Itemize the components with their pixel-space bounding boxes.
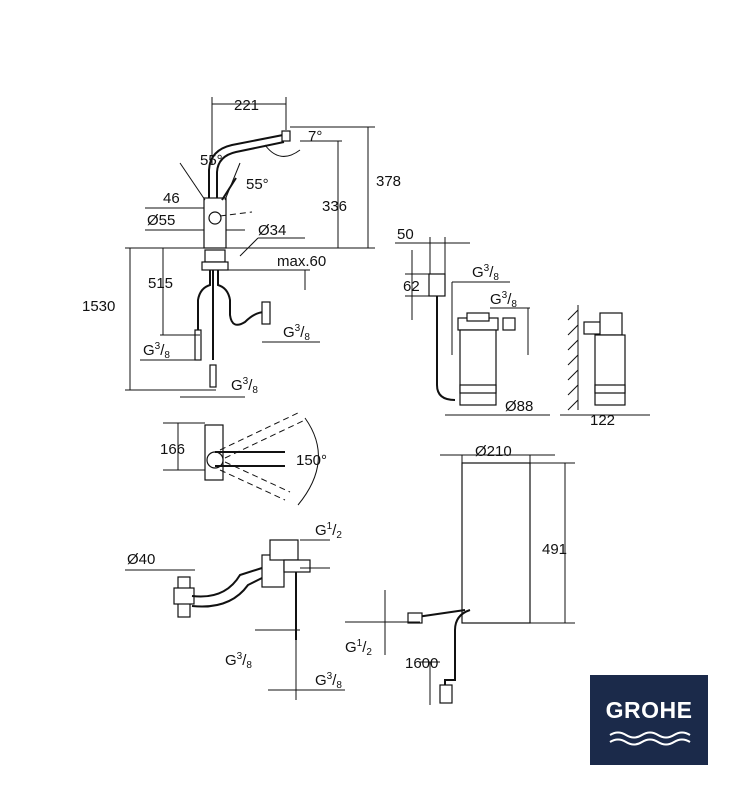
swivel-drawing [163, 411, 319, 506]
filter-body [459, 329, 497, 406]
dim-body-diameter: Ø55 [147, 212, 175, 229]
dim-spout-angle: 7° [308, 128, 322, 145]
dim-filter-head-height: 62 [403, 278, 420, 295]
dim-reach: 221 [234, 97, 259, 114]
valve-conn-bottom: G3/8 [315, 671, 342, 691]
conn-left: G3/8 [143, 341, 170, 361]
aerator [281, 130, 291, 142]
spout [208, 134, 284, 198]
dim-height-total: 378 [376, 173, 401, 190]
dim-swivel-height: 166 [160, 441, 185, 458]
dim-hose-short: 515 [148, 275, 173, 292]
filter-drawing [395, 237, 650, 416]
dim-wall-depth: 122 [590, 412, 615, 429]
dim-cable-length: 1600 [405, 655, 438, 672]
dim-boiler-diameter: Ø210 [475, 443, 512, 460]
lever-pivot [208, 211, 222, 225]
conn-right: G3/8 [283, 323, 310, 343]
dim-height-outlet: 336 [322, 198, 347, 215]
dim-lever-offset: 46 [163, 190, 180, 207]
boiler-tank [461, 462, 531, 624]
dim-hole-diameter: Ø34 [258, 222, 286, 239]
dim-hose-long: 1530 [82, 298, 115, 315]
dim-lever-angle-1: 55° [200, 152, 223, 169]
grohe-logo: GROHE [590, 675, 708, 765]
valve-conn-top: G1/2 [315, 521, 342, 541]
dim-lever-angle-2: 55° [246, 176, 269, 193]
filter-head [428, 273, 446, 297]
faucet-drawing [125, 97, 375, 398]
mounting-nut [201, 261, 229, 271]
valve-conn-mid: G3/8 [225, 651, 252, 671]
filter-conn-out: G3/8 [490, 290, 517, 310]
dim-filter-head-width: 50 [397, 226, 414, 243]
boiler-conn: G1/2 [345, 638, 372, 658]
dim-valve-diameter: Ø40 [127, 551, 155, 568]
dim-max-thickness: max.60 [277, 253, 326, 270]
boiler-drawing [345, 454, 575, 705]
logo-text: GROHE [605, 697, 693, 723]
dim-swivel-angle: 150° [296, 452, 327, 469]
waves-icon [609, 731, 691, 746]
dim-boiler-height: 491 [542, 541, 567, 558]
dim-filter-diameter: Ø88 [505, 398, 533, 415]
valve-drawing [125, 539, 345, 700]
filter-conn-in: G3/8 [472, 263, 499, 283]
conn-bottom: G3/8 [231, 376, 258, 396]
